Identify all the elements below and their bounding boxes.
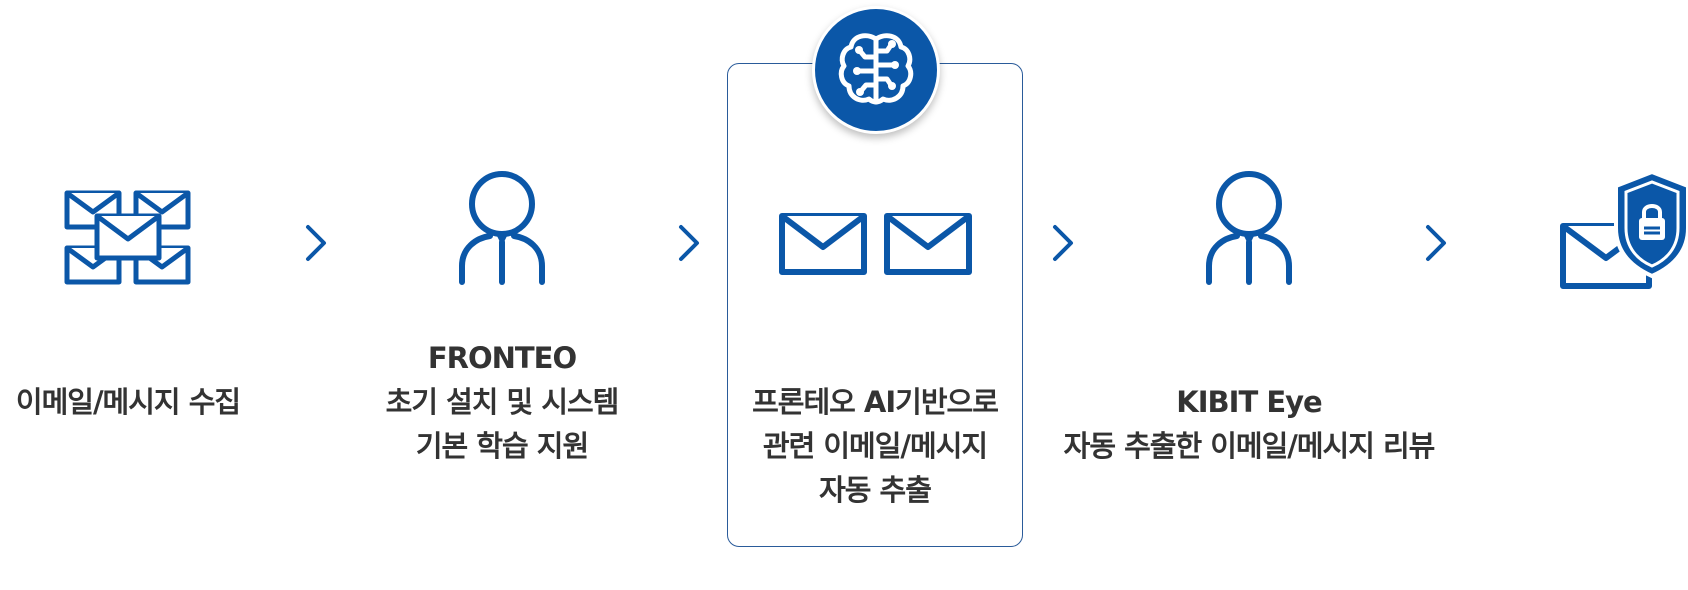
chevron-right-icon [678,224,700,266]
secure-email-icon [1560,168,1688,296]
step-3-line-3: 자동 추출 [819,473,932,507]
step-1-caption: 이메일/메시지 수집 [15,380,241,424]
step-2-line-2: 초기 설치 및 시스템 [385,385,620,419]
person-icon [454,170,550,290]
multiple-emails-icon [64,190,194,290]
step-2-caption: FRONTEO 초기 설치 및 시스템 기본 학습 지원 [385,336,620,468]
step-4-caption: KIBIT Eye 자동 추출한 이메일/메시지 리뷰 [1063,380,1436,468]
step-4-line-1: KIBIT Eye [1176,385,1322,419]
ai-brain-icon [838,33,914,105]
two-emails-icon [779,213,975,279]
step-1-line-1: 이메일/메시지 수집 [15,385,241,419]
step-3-line-1: 프론테오 AI기반으로 [752,385,999,419]
ai-step-highlight-box [727,63,1023,547]
person-icon-reviewer [1201,170,1297,290]
chevron-right-icon [305,224,327,266]
step-2-line-3: 기본 학습 지원 [415,429,589,463]
chevron-right-icon [1052,224,1074,266]
chevron-right-icon [1425,224,1447,266]
step-4-line-2: 자동 추출한 이메일/메시지 리뷰 [1063,429,1436,463]
step-2-line-1: FRONTEO [427,341,577,375]
step-3-line-2: 관련 이메일/메시지 [762,429,988,463]
ai-brain-badge [812,6,940,134]
step-3-caption: 프론테오 AI기반으로 관련 이메일/메시지 자동 추출 [752,380,999,512]
